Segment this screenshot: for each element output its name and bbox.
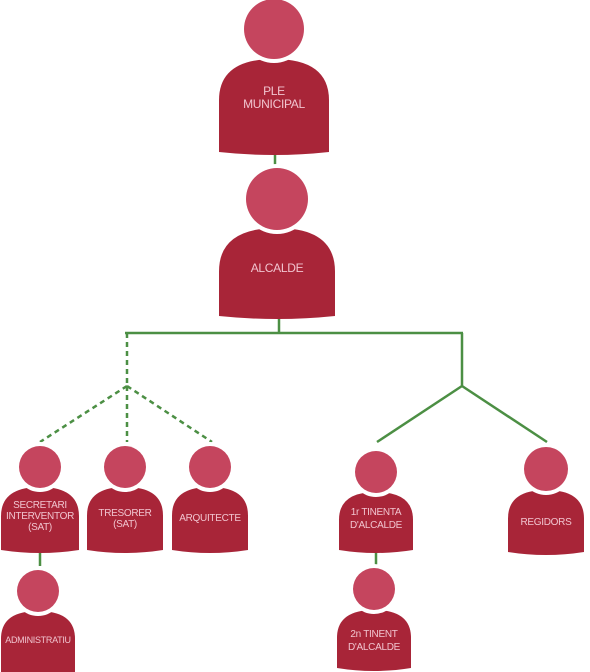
node-tinent2: 2n TINENT D'ALCALDE — [337, 564, 411, 671]
node-label-line: ARQUITECTE — [179, 513, 241, 524]
person-head-arquitecte — [189, 446, 231, 488]
node-label-tinent2: 2n TINENT D'ALCALDE — [348, 629, 401, 653]
node-alcalde: ALCALDE — [219, 164, 335, 319]
person-body-regidors — [508, 490, 584, 555]
node-label-tinenta1: 1r TINENTA D'ALCALDE — [350, 507, 403, 531]
node-label-line: TRESORER — [98, 508, 151, 519]
person-head-administratiu — [17, 570, 59, 612]
node-label-line: ALCALDE — [251, 261, 304, 275]
node-label-line: 2n TINENT — [350, 629, 397, 640]
node-label-tresorer: TRESORER(SAT) — [98, 508, 151, 530]
node-tresorer: TRESORER(SAT) — [87, 442, 163, 553]
node-label-line: ADMINISTRATIU — [5, 635, 70, 645]
person-body-tinent2 — [337, 610, 411, 671]
person-head-tresorer — [104, 446, 146, 488]
node-label-line: PLE — [263, 84, 285, 98]
person-body-administratiu — [1, 611, 75, 672]
node-label-line: INTERVENTOR — [6, 511, 74, 522]
connector-council-regidors — [461, 384, 548, 444]
node-label-line: (SAT) — [28, 522, 52, 533]
node-label-line: D'ALCALDE — [350, 520, 403, 531]
person-body-ple — [219, 59, 329, 155]
person-body-secretari — [1, 487, 79, 553]
node-label-line: 1r TINENTA — [351, 507, 402, 518]
node-label-alcalde: ALCALDE — [251, 261, 304, 275]
node-regidors: REGIDORS — [508, 443, 584, 555]
person-head-tinent2 — [353, 568, 395, 610]
node-label-arquitecte: ARQUITECTE — [179, 513, 241, 524]
person-head-secretari — [19, 446, 61, 488]
node-arquitecte: ARQUITECTE — [172, 442, 248, 553]
connector-staff-secretari — [39, 384, 128, 444]
person-body-alcalde — [219, 228, 335, 319]
node-label-line: REGIDORS — [521, 517, 573, 528]
node-label-regidors: REGIDORS — [521, 517, 573, 528]
node-label-line: (SAT) — [113, 519, 137, 530]
node-label-line: MUNICIPAL — [243, 97, 305, 111]
person-head-tinenta1 — [355, 451, 397, 493]
node-label-line: SECRETARI — [13, 500, 67, 511]
person-body-tinenta1 — [339, 492, 413, 553]
node-tinenta1: 1r TINENTA D'ALCALDE — [339, 447, 413, 553]
person-head-ple — [244, 0, 304, 59]
person-body-arquitecte — [172, 487, 248, 553]
connector-council-tinenta1 — [376, 384, 463, 444]
connector-lines — [38, 152, 548, 566]
node-label-administratiu: ADMINISTRATIU — [5, 635, 70, 645]
node-label-line: D'ALCALDE — [348, 642, 401, 653]
node-administratiu: ADMINISTRATIU — [1, 566, 75, 672]
person-head-regidors — [524, 447, 568, 491]
connector-staff-arquitecte — [126, 384, 213, 444]
person-body-tresorer — [87, 487, 163, 553]
person-head-alcalde — [246, 168, 308, 230]
